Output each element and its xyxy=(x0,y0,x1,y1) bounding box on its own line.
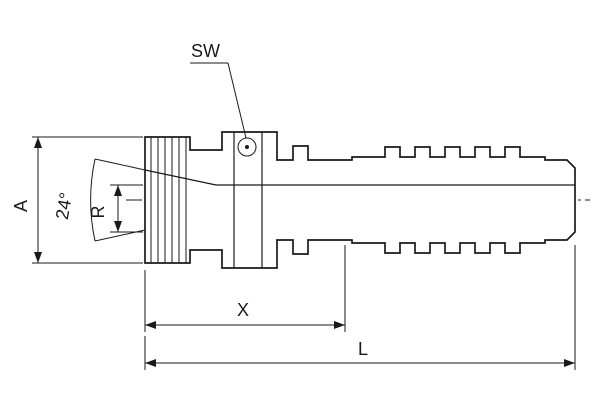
dimension-l: L xyxy=(144,245,576,370)
angle-label: 24° xyxy=(52,191,76,221)
bore-line-top xyxy=(144,169,575,186)
dimension-a: A xyxy=(11,136,143,264)
hex-nut-flats xyxy=(233,132,263,268)
fitting-outline xyxy=(144,131,576,269)
dimension-x: X xyxy=(144,245,346,332)
dimension-sw: SW xyxy=(190,41,247,139)
x-label: X xyxy=(237,300,249,320)
a-label: A xyxy=(11,200,31,212)
dimension-angle: 24° xyxy=(52,158,146,242)
r-label: R xyxy=(88,206,108,219)
l-label: L xyxy=(358,339,368,359)
dimension-r: R xyxy=(88,184,143,233)
sw-label: SW xyxy=(191,41,220,61)
sw-ball-icon xyxy=(237,137,257,157)
thread-lines xyxy=(150,137,187,263)
